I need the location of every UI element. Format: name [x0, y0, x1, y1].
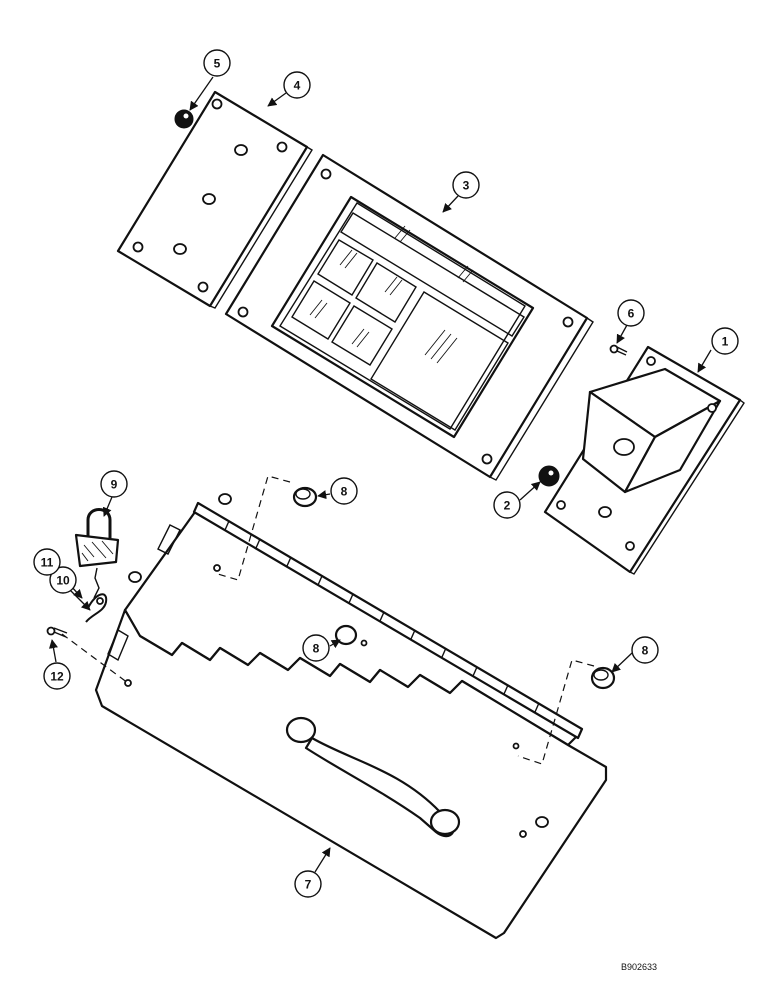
callout-7: 7: [294, 870, 322, 898]
part-6-screw: [609, 344, 628, 356]
callout-6: 6: [617, 299, 645, 327]
assembly-lines: [61, 475, 595, 765]
callout-10: 10: [49, 566, 77, 594]
callout-5-label: 5: [214, 57, 221, 71]
padlock-texture: [81, 540, 114, 562]
part-9-padlock: [74, 508, 120, 599]
part-8-plug-a: [292, 486, 318, 508]
part-7-hinged-lid: [94, 493, 608, 940]
part-10-clip: [85, 593, 108, 623]
callout-11: 11: [33, 548, 61, 576]
part-8-plug-c: [590, 666, 616, 690]
callout-1: 1: [711, 327, 739, 355]
callout-1-label: 1: [722, 335, 729, 349]
drawing-code: B902633: [621, 962, 657, 972]
callout-9: 9: [100, 470, 128, 498]
callout-5: 5: [203, 49, 231, 77]
callout-2: 2: [493, 491, 521, 519]
callout-12-label: 12: [50, 670, 64, 684]
callout-8-c: 8: [631, 636, 659, 664]
callout-8-b: 8: [302, 634, 330, 662]
callout-8-a-label: 8: [341, 485, 348, 499]
part-1-bracket: [543, 345, 745, 575]
callout-2-label: 2: [504, 499, 511, 513]
callout-3: 3: [452, 171, 480, 199]
part-8-plug-b: [334, 624, 358, 646]
part-2-knob: [538, 465, 560, 487]
lid-handle: [285, 716, 461, 838]
callout-8-c-label: 8: [642, 644, 649, 658]
callout-10-label: 10: [56, 574, 70, 588]
callout-8-b-label: 8: [313, 642, 320, 656]
tray-shading: [309, 225, 474, 364]
callout-4: 4: [283, 71, 311, 99]
callout-4-label: 4: [294, 79, 301, 93]
callout-8-a: 8: [330, 477, 358, 505]
callout-12: 12: [43, 662, 71, 690]
callout-6-label: 6: [628, 307, 635, 321]
part-5-knob: [174, 109, 194, 129]
part-3-storage-tray: [224, 153, 594, 481]
callout-3-label: 3: [463, 179, 470, 193]
callout-7-label: 7: [305, 878, 312, 892]
callout-11-label: 11: [41, 556, 54, 570]
part-4-cover-plate: [116, 90, 313, 309]
callout-9-label: 9: [111, 478, 118, 492]
hinge-knuckles: [224, 520, 540, 713]
